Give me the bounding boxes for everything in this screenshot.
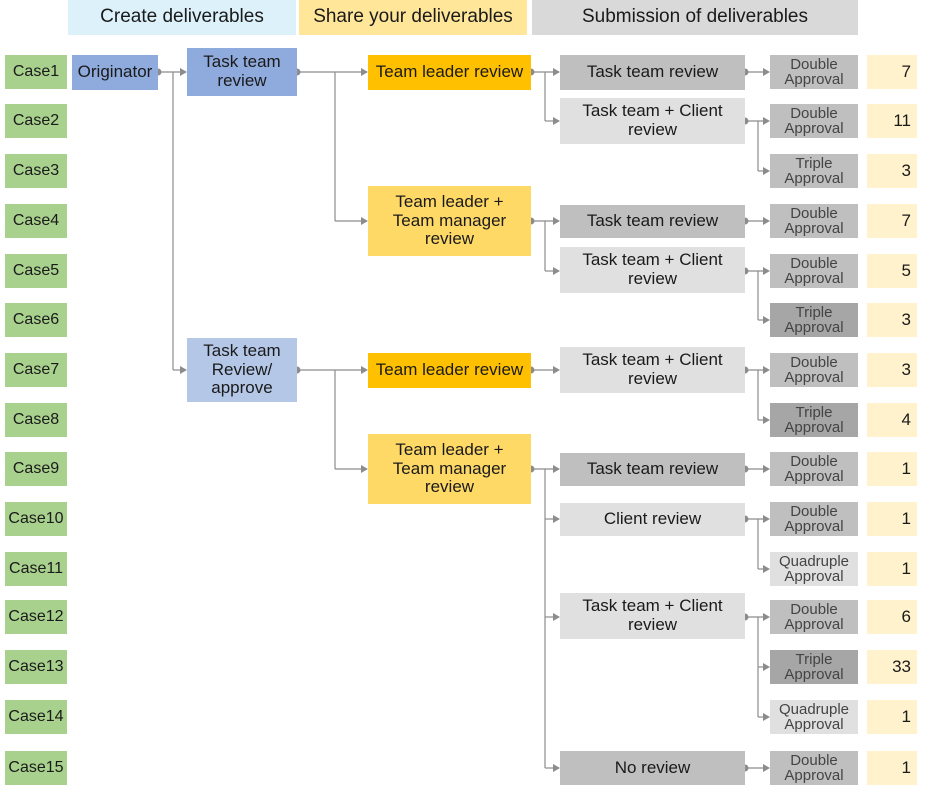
team-leader-manager-review-box-1: Team leader + Team manager review	[368, 186, 531, 256]
approval-box: Triple Approval	[770, 403, 858, 437]
approval-box: Double Approval	[770, 600, 858, 634]
team-leader-manager-review-box-2: Team leader + Team manager review	[368, 434, 531, 504]
case-count: 3	[867, 303, 917, 337]
arrow-head	[553, 217, 560, 225]
arrow-head	[763, 515, 770, 523]
arrow-head	[763, 167, 770, 175]
case-count: 1	[867, 452, 917, 486]
arrow-head	[763, 613, 770, 621]
arrow-head	[763, 366, 770, 374]
case-label: Case12	[5, 600, 67, 634]
submission-task-team-client-review-3: Task team + Client review	[560, 347, 745, 393]
arrow-head	[180, 68, 187, 76]
submission-task-team-review-3: Task team review	[560, 453, 745, 486]
arrow-head	[180, 366, 187, 374]
approval-box: Triple Approval	[770, 650, 858, 684]
arrow-head	[763, 217, 770, 225]
approval-box: Double Approval	[770, 353, 858, 387]
team-leader-review-box-2: Team leader review	[368, 353, 531, 388]
arrow-head	[763, 713, 770, 721]
case-label: Case8	[5, 403, 67, 437]
case-count: 33	[867, 650, 917, 684]
case-label: Case4	[5, 204, 67, 238]
arrow-head	[763, 117, 770, 125]
arrow-head	[553, 515, 560, 523]
submission-task-team-review-2: Task team review	[560, 205, 745, 238]
arrow-head	[553, 465, 560, 473]
arrow-head	[553, 117, 560, 125]
case-count: 6	[867, 600, 917, 634]
approval-box: Quadruple Approval	[770, 552, 858, 586]
case-count: 1	[867, 751, 917, 785]
submission-task-team-review-1: Task team review	[560, 55, 745, 90]
case-label: Case5	[5, 254, 67, 288]
arrow-head	[763, 663, 770, 671]
arrow-head	[361, 366, 368, 374]
case-count: 3	[867, 353, 917, 387]
submission-task-team-client-review-2: Task team + Client review	[560, 247, 745, 293]
approval-box: Double Approval	[770, 254, 858, 288]
case-label: Case1	[5, 55, 67, 89]
header-share-deliverables: Share your deliverables	[299, 0, 527, 35]
case-count: 1	[867, 552, 917, 586]
case-count: 11	[867, 104, 917, 138]
arrow-head	[361, 217, 368, 225]
originator-box: Originator	[72, 55, 158, 90]
case-label: Case9	[5, 452, 67, 486]
case-label: Case10	[5, 502, 67, 536]
header-create-deliverables: Create deliverables	[68, 0, 296, 35]
team-leader-review-box-1: Team leader review	[368, 55, 531, 90]
approval-box: Double Approval	[770, 104, 858, 138]
task-team-review-approve-box: Task team Review/ approve	[187, 338, 297, 402]
arrow-head	[763, 316, 770, 324]
arrow-head	[553, 267, 560, 275]
arrow-head	[553, 68, 560, 76]
arrow-head	[361, 68, 368, 76]
submission-task-team-client-review-1: Task team + Client review	[560, 98, 745, 144]
case-count: 5	[867, 254, 917, 288]
header-submission-deliverables: Submission of deliverables	[532, 0, 858, 35]
arrow-head	[763, 68, 770, 76]
case-count: 1	[867, 502, 917, 536]
approval-box: Double Approval	[770, 204, 858, 238]
approval-box: Double Approval	[770, 452, 858, 486]
arrow-head	[553, 366, 560, 374]
arrow-head	[553, 764, 560, 772]
case-label: Case7	[5, 353, 67, 387]
approval-box: Double Approval	[770, 502, 858, 536]
case-count: 4	[867, 403, 917, 437]
submission-client-review: Client review	[560, 503, 745, 536]
case-count: 1	[867, 700, 917, 734]
case-label: Case15	[5, 751, 67, 785]
approval-box: Double Approval	[770, 751, 858, 785]
task-team-review-box: Task team review	[187, 48, 297, 96]
approval-box: Triple Approval	[770, 303, 858, 337]
arrow-head	[763, 465, 770, 473]
arrow-head	[361, 465, 368, 473]
case-count: 3	[867, 154, 917, 188]
case-label: Case13	[5, 650, 67, 684]
approval-box: Double Approval	[770, 55, 858, 89]
case-label: Case3	[5, 154, 67, 188]
case-label: Case6	[5, 303, 67, 337]
approval-box: Triple Approval	[770, 154, 858, 188]
arrow-head	[763, 565, 770, 573]
case-label: Case2	[5, 104, 67, 138]
case-count: 7	[867, 204, 917, 238]
case-label: Case11	[5, 552, 67, 586]
submission-task-team-client-review-4: Task team + Client review	[560, 593, 745, 639]
arrow-head	[763, 764, 770, 772]
approval-box: Quadruple Approval	[770, 700, 858, 734]
case-count: 7	[867, 55, 917, 89]
case-label: Case14	[5, 700, 67, 734]
submission-no-review: No review	[560, 751, 745, 785]
arrow-head	[763, 416, 770, 424]
arrow-head	[763, 267, 770, 275]
arrow-head	[553, 613, 560, 621]
